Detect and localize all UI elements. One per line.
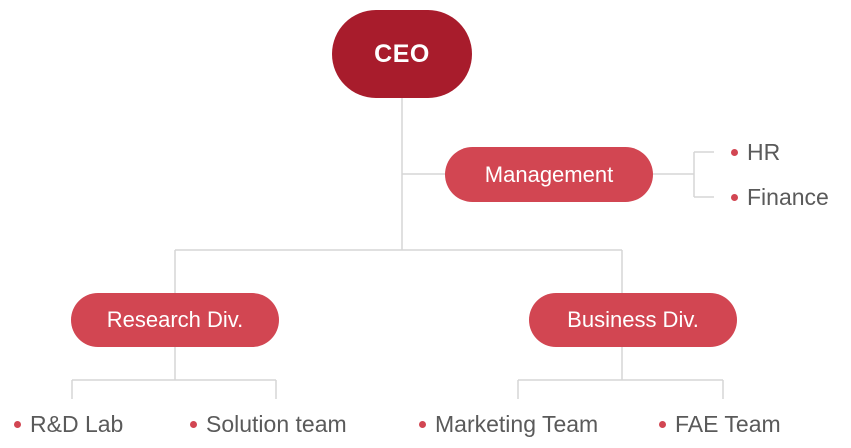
leaf-fae-team: FAE Team	[659, 409, 781, 439]
business-div-label: Business Div.	[567, 307, 699, 332]
ceo-label: CEO	[374, 39, 430, 68]
leaf-rd-lab: R&D Lab	[14, 409, 123, 439]
leaf-marketing-team-label: Marketing Team	[435, 410, 599, 437]
leaf-solution-team: Solution team	[190, 409, 347, 439]
business-div-node: Business Div.	[529, 293, 737, 347]
bullet-dot	[659, 420, 666, 428]
leaf-finance-label: Finance	[747, 183, 829, 210]
bullet-dot	[731, 193, 738, 201]
management-label: Management	[484, 161, 614, 187]
leaf-marketing-team: Marketing Team	[419, 409, 598, 439]
ceo-node: CEO	[332, 10, 472, 98]
bullet-dot	[190, 420, 197, 428]
leaf-hr: HR	[731, 137, 780, 167]
bullet-dot	[14, 420, 21, 428]
leaf-finance: Finance	[731, 182, 829, 212]
leaf-solution-team-label: Solution team	[206, 410, 347, 437]
research-div-node: Research Div.	[71, 293, 279, 347]
bullet-dot	[419, 420, 426, 428]
research-div-label: Research Div.	[106, 307, 244, 332]
bullet-dot	[731, 148, 738, 156]
management-node: Management	[445, 147, 653, 202]
leaf-rd-lab-label: R&D Lab	[30, 410, 124, 437]
leaf-hr-label: HR	[747, 138, 781, 165]
leaf-fae-team-label: FAE Team	[675, 410, 781, 437]
